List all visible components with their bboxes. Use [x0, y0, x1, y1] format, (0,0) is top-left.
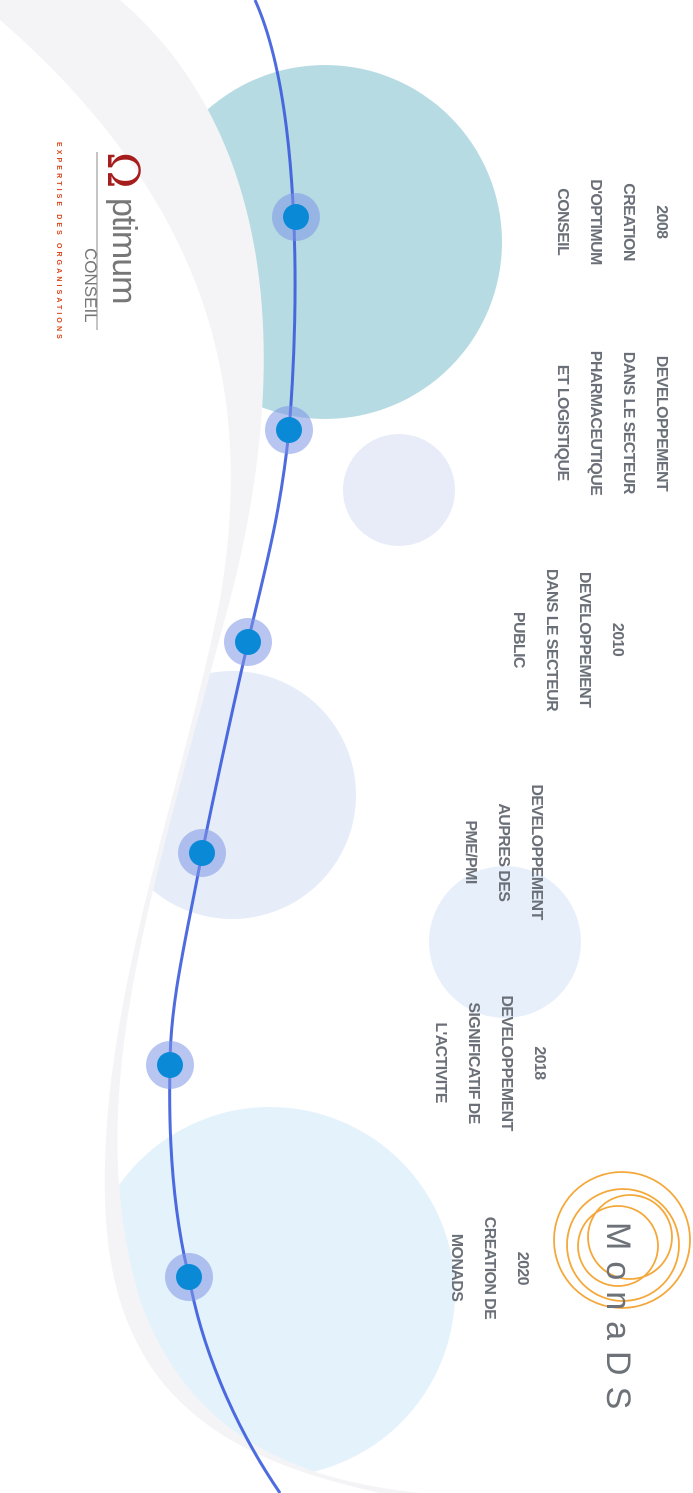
- timeline-dot: [178, 829, 226, 877]
- timeline-event-2018: 2018 DEVELOPPEMENT SIGNIFICATIF DE L'ACT…: [424, 995, 556, 1130]
- timeline-event-pme: DEVELOPPEMENT AUPRES DES PME/PMI: [454, 784, 553, 919]
- timeline-event-2020: 2020 CREATION DE MONADS: [440, 1217, 539, 1319]
- timeline-dot: [272, 193, 320, 241]
- timeline-dots: [146, 193, 320, 1301]
- timeline-dot: [265, 406, 313, 454]
- event-line: MONADS: [448, 1234, 465, 1302]
- timeline-event-2008: 2008 CREATION D'OPTIMUM CONSEIL: [546, 179, 678, 265]
- event-year: 2008: [653, 205, 670, 239]
- event-line: DEVELOPPEMENT: [576, 572, 593, 708]
- timeline-dot: [224, 618, 272, 666]
- event-line: DANS LE SECTEUR: [543, 568, 560, 712]
- monads-rings: [553, 1171, 691, 1309]
- deco-circle: [117, 1107, 455, 1477]
- event-line: PHARMACEUTIQUE: [587, 350, 604, 496]
- event-year: 2010: [609, 623, 626, 657]
- event-line: PME/PMI: [462, 820, 479, 884]
- optimum-logo-subtitle: CONSEIL: [81, 248, 100, 323]
- event-line: SIGNIFICATIF DE: [465, 1002, 482, 1124]
- event-line: DANS LE SECTEUR: [620, 351, 637, 495]
- deco-circle: [343, 434, 455, 546]
- timeline-event-2010: 2010 DEVELOPPEMENT DANS LE SECTEUR PUBLI…: [502, 569, 634, 711]
- omega-icon: Ω: [97, 152, 148, 188]
- event-line: CREATION: [620, 183, 637, 261]
- optimum-logo-tagline: EXPERTISE DES ORGANISATIONS: [55, 142, 62, 342]
- event-line: CREATION DE: [481, 1216, 498, 1320]
- timeline-dot: [146, 1041, 194, 1089]
- event-line: DEVELOPPEMENT: [528, 784, 545, 920]
- deco-circle: [429, 866, 581, 1018]
- event-line: PUBLIC: [510, 612, 527, 668]
- event-line: DEVELOPPEMENT: [498, 995, 515, 1131]
- optimum-logo-name: ptimum: [105, 198, 143, 304]
- event-line: DEVELOPPEMENT: [653, 355, 670, 491]
- event-year: 2020: [514, 1251, 531, 1285]
- timeline-dot: [165, 1253, 213, 1301]
- monads-logo-name: MonaDS: [599, 1222, 637, 1421]
- event-line: L'ACTIVITE: [432, 1022, 449, 1104]
- event-line: D'OPTIMUM: [587, 179, 604, 265]
- event-line: ET LOGISTIQUE: [554, 365, 571, 481]
- event-line: CONSEIL: [554, 188, 571, 256]
- event-line: AUPRES DES: [495, 802, 512, 902]
- timeline-event-pharma: DEVELOPPEMENT DANS LE SECTEUR PHARMACEUT…: [546, 351, 678, 496]
- swoosh-band: [0, 0, 420, 1493]
- event-year: 2018: [531, 1046, 548, 1080]
- connectors: [230, 211, 522, 1277]
